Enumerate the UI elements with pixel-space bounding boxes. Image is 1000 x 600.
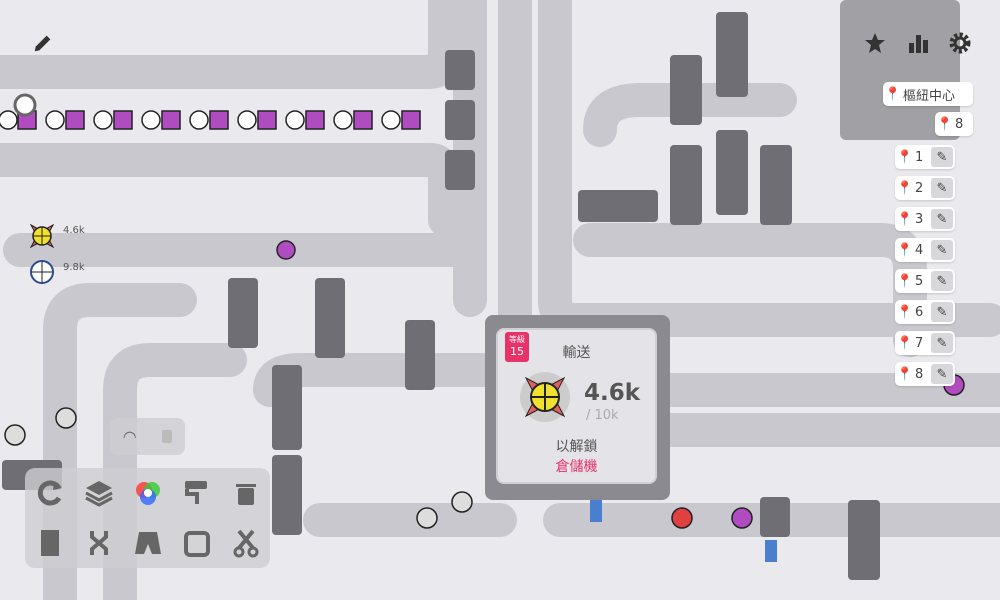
settings-icon[interactable] — [945, 28, 975, 58]
star-icon[interactable] — [860, 28, 890, 58]
hub-panel[interactable]: 等級 15 輸送 4.6k / 10k 以解鎖 倉儲機 — [498, 330, 655, 482]
waypoint-item[interactable]: 📍2 ✎ — [895, 176, 955, 200]
waypoint-item[interactable]: 📍7 ✎ — [895, 331, 955, 355]
storage-icon[interactable] — [32, 525, 68, 561]
locked-tool-panel: ◠ — [110, 418, 185, 455]
edit-waypoint-icon[interactable]: ✎ — [931, 364, 953, 384]
waypoint-item[interactable]: 📍3 ✎ — [895, 207, 955, 231]
lock-icon — [162, 430, 173, 443]
waypoint-item[interactable]: 📍6 ✎ — [895, 300, 955, 324]
pinned-shape-1-count: 4.6k — [63, 225, 85, 236]
filter-icon[interactable] — [179, 525, 215, 561]
waypoint-label: 5 — [915, 273, 924, 289]
waypoint-label: 8 — [915, 366, 924, 382]
pinned-shape-2 — [29, 259, 55, 285]
hub-goal-title: 輸送 — [562, 345, 591, 361]
rotater-icon[interactable] — [32, 475, 68, 511]
map-pin-icon: 📍 — [896, 273, 914, 289]
level-value: 15 — [510, 345, 524, 358]
pinned-shape-2-count: 9.8k — [63, 262, 85, 273]
edit-waypoint-icon[interactable]: ✎ — [931, 240, 953, 260]
mixer-icon[interactable] — [130, 475, 166, 511]
waypoint-hub[interactable]: 📍 樞紐中心 — [883, 82, 973, 106]
unlock-label: 以解鎖 — [555, 439, 598, 455]
tunnel-icon[interactable] — [130, 525, 166, 561]
delivered-count: 4.6k — [584, 380, 641, 406]
waypoint-label: 7 — [915, 335, 924, 351]
trash-icon[interactable] — [228, 475, 264, 511]
level-badge: 等級 15 — [505, 332, 529, 362]
pinned-shape-1 — [28, 222, 56, 250]
map-pin-icon: 📍 — [896, 335, 914, 351]
edit-waypoint-icon[interactable]: ✎ — [931, 333, 953, 353]
painter-icon[interactable] — [179, 475, 215, 511]
balancer-icon[interactable] — [81, 525, 117, 561]
waypoint-item[interactable]: 📍8 ✎ — [895, 362, 955, 386]
waypoint-label: 3 — [915, 211, 924, 227]
waypoint-label: 2 — [915, 180, 924, 196]
waypoint-item[interactable]: 📍1 ✎ — [895, 145, 955, 169]
level-label: 等級 — [509, 335, 525, 344]
building-toolbar — [25, 468, 270, 568]
map-pin-icon: 📍 — [896, 149, 914, 165]
required-count: / 10k — [586, 408, 619, 423]
waypoint-hub-label: 樞紐中心 — [903, 88, 956, 104]
edit-waypoint-icon[interactable]: ✎ — [931, 147, 953, 167]
map-pin-icon: 📍 — [884, 86, 902, 102]
map-pin-icon: 📍 — [896, 366, 914, 382]
waypoint-item[interactable]: 📍4 ✎ — [895, 238, 955, 262]
map-pin-icon: 📍 — [896, 211, 914, 227]
statistics-icon[interactable] — [903, 28, 933, 58]
unlock-reward: 倉儲機 — [555, 459, 598, 475]
pencil-icon[interactable] — [28, 28, 58, 58]
waypoint-label: 4 — [915, 242, 924, 258]
edit-waypoint-icon[interactable]: ✎ — [931, 271, 953, 291]
waypoint-count-label: 8 — [955, 116, 964, 132]
goal-shape — [520, 372, 570, 422]
map-pin-icon: 📍 — [896, 304, 914, 320]
map-pin-icon: 📍 — [896, 180, 914, 196]
waypoint-item[interactable]: 📍5 ✎ — [895, 269, 955, 293]
waypoint-count: 📍 8 — [935, 112, 973, 136]
gauge-icon: ◠ — [122, 427, 137, 446]
stacker-icon[interactable] — [81, 475, 117, 511]
map-pin-icon: 📍 — [896, 242, 914, 258]
edit-waypoint-icon[interactable]: ✎ — [931, 209, 953, 229]
waypoint-label: 1 — [915, 149, 924, 165]
waypoint-label: 6 — [915, 304, 924, 320]
map-pin-icon: 📍 — [936, 116, 954, 132]
edit-waypoint-icon[interactable]: ✎ — [931, 178, 953, 198]
cutter-icon[interactable] — [228, 525, 264, 561]
edit-waypoint-icon[interactable]: ✎ — [931, 302, 953, 322]
